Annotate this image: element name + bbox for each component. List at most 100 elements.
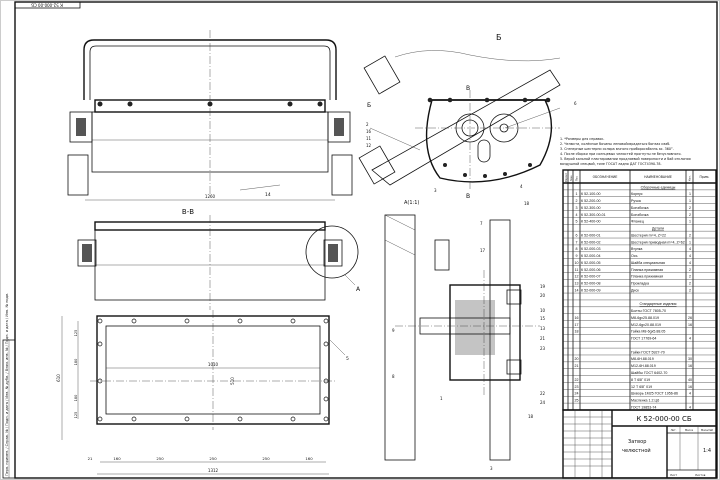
dim-pitch: 160	[113, 456, 121, 461]
detail-a-label: А(1:1)	[404, 200, 419, 206]
spec-cell-name: Бонзбочка	[631, 206, 648, 210]
spec-cell-qty: 4	[689, 254, 691, 258]
header-note: Прим.	[700, 175, 710, 179]
spec-cell-name: Ось	[631, 254, 638, 258]
spec-cell-name: М8-6gx25.88.019	[631, 316, 659, 320]
callout-2: 2	[366, 122, 369, 127]
sheets-label: Листов	[695, 473, 706, 477]
front-view: 1260 14	[67, 30, 353, 201]
spec-cell-des: К 52-100-00	[581, 192, 600, 196]
spec-cell-qty: 2	[689, 275, 691, 279]
drawing-designation: К 52-000-00 СБ	[636, 415, 692, 423]
spec-cell-name: Шайба специальная	[631, 261, 665, 265]
spec-cell-pos: 1	[576, 192, 578, 196]
dim-inner-width: 1010	[208, 362, 219, 367]
view-b-arrow: Б	[367, 102, 371, 109]
note: воздушной спецвой, тиле ГОСАТ ладно ДАТ …	[560, 162, 662, 166]
spec-cell-pos: 6	[576, 233, 578, 237]
callout-5: 5	[346, 356, 349, 362]
callout-18b: 18	[528, 414, 534, 419]
technical-notes: 1. *Размеры для справок. 2. Челюсти, кол…	[560, 137, 691, 166]
spec-cell-name: ГОСТ 19853-74	[631, 405, 656, 409]
spec-cell-qty: 30	[688, 357, 692, 361]
dim-pitch: 250	[156, 456, 164, 461]
callout-10: 10	[540, 308, 546, 313]
specification-table: Формат Зона Поз. ОБОЗНАЧЕНИЕ НАИМЕНОВАНИ…	[562, 169, 717, 411]
spec-cell-pos: 5	[576, 220, 578, 224]
spec-cell-des: К 52-000-07	[581, 275, 600, 279]
spec-cell-name: Стандартные изделия	[639, 302, 676, 306]
top-stamp: К 52-000-00 СБ	[14, 1, 81, 9]
view-b: Б В В Б А(1:1) 2 16 11 12 3 4 6 18	[358, 33, 577, 206]
spec-cell-name: Сборочные единицы	[641, 185, 676, 189]
spec-cell-des: К 52-000-02	[581, 240, 600, 244]
spec-cell-name: М8-6Н.88.019	[631, 357, 654, 361]
callout-8: 8	[392, 374, 395, 379]
spec-cell-pos: 17	[575, 323, 579, 327]
callout-3b: 3	[490, 466, 493, 471]
spec-cell-qty: 1	[689, 220, 691, 224]
dim-side-pitch: 125	[74, 330, 78, 337]
spec-cell-qty: 2	[689, 268, 691, 272]
spec-cell-des: К 52-000-01	[581, 233, 600, 237]
spec-cell-name: Фланец	[631, 220, 644, 224]
spec-cell-pos: 24	[575, 392, 579, 396]
spec-cell-qty: 2	[689, 233, 691, 237]
top-stamp-text: К 52-000-00 СБ	[31, 2, 63, 7]
dim-pitch: 250	[209, 456, 217, 461]
sheet-label: Лист	[670, 473, 677, 477]
spec-cell-pos: 11	[575, 268, 579, 272]
callout-19: 19	[540, 284, 546, 289]
spec-cell-qty: 2	[689, 282, 691, 286]
dim-inner-height: 510	[230, 377, 235, 385]
dim-pitch: 160	[305, 456, 313, 461]
dim-side-pitch: 180	[74, 395, 78, 402]
spec-cell-qty: 4	[689, 261, 691, 265]
title-block: К 52-000-00 СБ Затвор челюстной Лит. Мас…	[562, 409, 717, 479]
spec-cell-qty: 1	[689, 192, 691, 196]
header-pos: Поз.	[576, 175, 579, 181]
spec-cell-pos: 16	[575, 316, 579, 320]
col-mass: Масса	[685, 428, 693, 432]
section-v-mark-bottom: В	[466, 193, 470, 200]
spec-cell-des: К 52-000-05	[581, 261, 600, 265]
callout-24: 23	[540, 346, 546, 351]
spec-cell-name: Шайбы ГОСТ 6402-70	[631, 371, 667, 375]
callout-9: 9	[392, 328, 395, 333]
dim-front-width: 1260	[205, 194, 216, 199]
spec-cell-pos: 23	[575, 385, 579, 389]
detail-a-circle	[305, 225, 359, 279]
callout-13: 12	[366, 143, 372, 148]
spec-cell-pos: 21	[575, 364, 579, 368]
spec-cell-name: Детали	[652, 227, 664, 231]
spec-cell-name: М12-6Н.88.019	[631, 364, 656, 368]
spec-cell-qty: 16	[688, 323, 692, 327]
detail-a-callout: А	[356, 286, 361, 293]
spec-cell-pos: 10	[575, 261, 579, 265]
dim-plan-total: 1312	[208, 468, 219, 473]
spec-cell-des: К 52-000-03	[581, 247, 600, 251]
header-designation: ОБОЗНАЧЕНИЕ	[593, 175, 618, 179]
callout-11: 13	[540, 326, 546, 331]
note: 5. Верой кальной пластировании продляево…	[560, 157, 691, 161]
spec-cell-des: К 52-300-00	[581, 206, 600, 210]
callout-12: 11	[366, 136, 372, 141]
col-scale: Масштаб	[701, 428, 713, 432]
header-qty: Кол.	[689, 175, 692, 181]
spec-cell-name: Шестерня m=4, Z=22	[631, 233, 666, 237]
spec-cell-qty: 2	[689, 213, 691, 217]
spec-cell-name: Гайки ГОСТ 5927-70	[631, 350, 665, 354]
spec-cell-des: К 52-000-06	[581, 268, 600, 272]
spec-cell-name: Диск	[631, 288, 639, 292]
spec-cell-pos: 9	[576, 254, 578, 258]
callout-1: 1	[440, 396, 443, 401]
spec-cell-pos: 25	[575, 399, 579, 403]
dim-side-pitch: 180	[74, 359, 78, 366]
spec-cell-name: Втулка	[631, 247, 642, 251]
spec-cell-qty: 26	[688, 316, 692, 320]
spec-cell-name: Ручка	[631, 199, 641, 203]
spec-cell-des: К 52-200-00	[581, 199, 600, 203]
spec-cell-name: Планка прижимная	[631, 275, 663, 279]
callout-23: 22	[540, 391, 546, 396]
